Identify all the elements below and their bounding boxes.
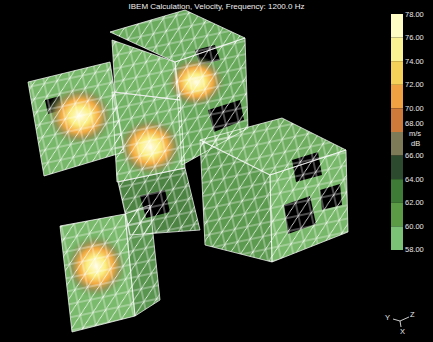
scale-value: 62.00 xyxy=(405,198,424,207)
scale-value: 58.00 xyxy=(405,245,424,254)
unit-label: m/s xyxy=(409,129,421,138)
plot-title: IBEM Calculation, Velocity, Frequency: 1… xyxy=(0,2,433,11)
scale-value: 60.00 xyxy=(405,222,424,231)
mesh-lines xyxy=(28,10,348,332)
axis-label: X xyxy=(400,327,405,336)
axis-label: Y xyxy=(385,313,390,322)
color-bar xyxy=(391,14,403,250)
scale-value: 68.00 xyxy=(405,119,424,128)
scale-value: 78.00 xyxy=(405,10,424,19)
scale-value: 74.00 xyxy=(405,57,424,66)
scale-value: 66.00 xyxy=(405,151,424,160)
axis-triad xyxy=(393,317,409,327)
model-faces xyxy=(28,10,348,332)
scale-value: 72.00 xyxy=(405,80,424,89)
scale-value: 64.00 xyxy=(405,175,424,184)
unit-label: dB xyxy=(411,139,420,148)
scale-value: 76.00 xyxy=(405,33,424,42)
axis-label: Z xyxy=(410,310,415,319)
scale-value: 70.00 xyxy=(405,104,424,113)
